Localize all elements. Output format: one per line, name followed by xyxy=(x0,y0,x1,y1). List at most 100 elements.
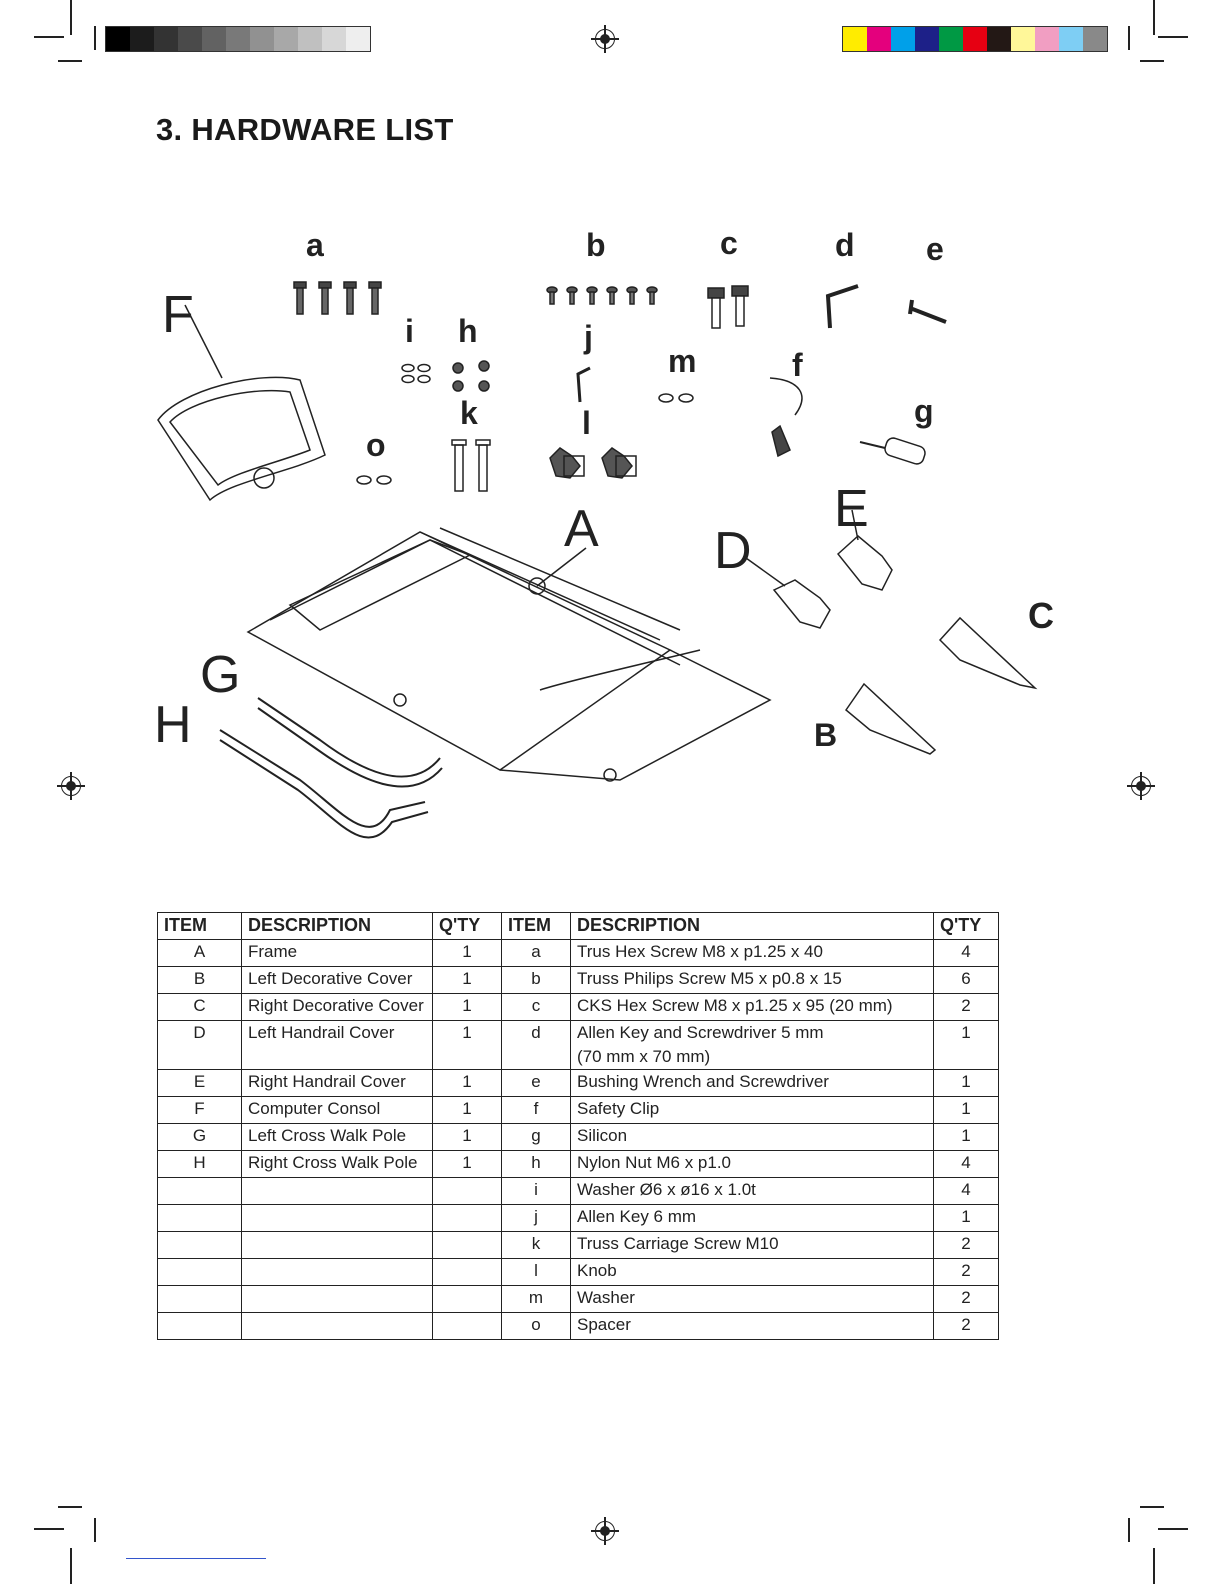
cell-qty: 4 xyxy=(933,939,999,967)
label-c: c xyxy=(720,225,738,261)
label-f: f xyxy=(792,347,803,383)
cell-item: H xyxy=(157,1150,242,1178)
crop-mark xyxy=(58,60,82,62)
cell-qty: 1 xyxy=(933,1096,999,1124)
cell-item: l xyxy=(501,1258,571,1286)
cell-qty: 1 xyxy=(432,939,502,967)
label-H: H xyxy=(154,696,192,754)
cell-qty: 1 xyxy=(432,1123,502,1151)
label-o: o xyxy=(366,427,386,463)
cell-item: F xyxy=(157,1096,242,1124)
cell-item: G xyxy=(157,1123,242,1151)
process-color-bar xyxy=(842,26,1108,52)
crop-mark xyxy=(1153,0,1155,35)
description-line: Allen Key and Screwdriver 5 mm xyxy=(577,1023,824,1042)
color-swatch xyxy=(274,27,298,51)
crop-mark xyxy=(1140,1506,1164,1508)
cell-item: k xyxy=(501,1231,571,1259)
cell-item: d xyxy=(501,1020,571,1070)
cell-item: i xyxy=(501,1177,571,1205)
color-swatch xyxy=(346,27,370,51)
crop-mark xyxy=(1158,1528,1188,1530)
color-swatch xyxy=(322,27,346,51)
cell-description: Frame xyxy=(241,939,433,967)
cell-qty xyxy=(432,1204,502,1232)
cell-qty: 1 xyxy=(432,1150,502,1178)
cell-item: C xyxy=(157,993,242,1021)
cell-qty: 2 xyxy=(933,1285,999,1313)
crop-mark xyxy=(1140,60,1164,62)
description-line: (70 mm x 70 mm) xyxy=(577,1047,711,1066)
silicon-bottle-g-icon xyxy=(859,437,926,465)
cell-qty: 1 xyxy=(933,1020,999,1070)
cell-item xyxy=(157,1312,242,1340)
cell-description: Trus Hex Screw M8 x p1.25 x 40 xyxy=(570,939,934,967)
spacer-o-icon xyxy=(356,475,392,485)
cell-qty: 1 xyxy=(432,966,502,994)
label-a: a xyxy=(306,227,324,263)
cell-item: A xyxy=(157,939,242,967)
column-header-item: ITEM xyxy=(501,912,571,940)
grayscale-color-bar xyxy=(105,26,371,52)
cell-item: g xyxy=(501,1123,571,1151)
cell-description: Right Handrail Cover xyxy=(241,1069,433,1097)
crop-mark xyxy=(94,1518,96,1542)
cell-qty xyxy=(432,1177,502,1205)
cell-qty: 1 xyxy=(933,1123,999,1151)
cell-qty: 4 xyxy=(933,1177,999,1205)
color-swatch xyxy=(130,27,154,51)
description-line: Bushing Wrench and Screwdriver xyxy=(577,1072,829,1091)
registration-mark-icon xyxy=(57,772,85,800)
cell-item: h xyxy=(501,1150,571,1178)
handrail-cover-E-icon xyxy=(836,509,893,591)
column-header-description: DESCRIPTION xyxy=(570,912,934,940)
label-e: e xyxy=(926,231,944,267)
hardware-illustration: a b c d e i h j m f k l g o F A D E C B … xyxy=(154,225,1054,839)
allen-key-j-icon xyxy=(576,366,591,403)
carriage-screw-k-icon xyxy=(451,439,491,492)
footer-rule xyxy=(126,1558,266,1559)
crop-mark xyxy=(1128,1518,1130,1542)
cell-description xyxy=(241,1204,433,1232)
cell-description: CKS Hex Screw M8 x p1.25 x 95 (20 mm) xyxy=(570,993,934,1021)
cell-qty: 1 xyxy=(933,1069,999,1097)
cell-description xyxy=(241,1258,433,1286)
label-D: D xyxy=(714,522,752,580)
label-g: g xyxy=(914,393,934,429)
bushing-wrench-e-icon xyxy=(908,299,947,324)
cell-description: Left Cross Walk Pole xyxy=(241,1123,433,1151)
cell-qty: 1 xyxy=(933,1204,999,1232)
computer-console-F-icon xyxy=(157,304,326,502)
cell-qty xyxy=(432,1258,502,1286)
color-swatch xyxy=(106,27,130,51)
cell-qty xyxy=(432,1231,502,1259)
label-h: h xyxy=(458,313,478,349)
cell-description xyxy=(241,1312,433,1340)
label-j: j xyxy=(583,319,593,355)
color-swatch xyxy=(939,27,963,51)
crop-mark xyxy=(94,26,96,50)
label-i: i xyxy=(405,313,414,349)
crop-mark xyxy=(1158,36,1188,38)
crop-mark xyxy=(70,0,72,35)
cell-item xyxy=(157,1204,242,1232)
cell-item: m xyxy=(501,1285,571,1313)
color-swatch xyxy=(1083,27,1107,51)
cell-item: o xyxy=(501,1312,571,1340)
treadmill-frame-A-icon xyxy=(246,527,772,782)
cell-item: D xyxy=(157,1020,242,1070)
label-E: E xyxy=(834,480,869,538)
description-line: Nylon Nut M6 x p1.0 xyxy=(577,1153,732,1172)
nylon-nut-h-icon xyxy=(452,360,490,392)
crop-mark xyxy=(1153,1548,1155,1584)
description-line: Truss Carriage Screw M10 xyxy=(577,1234,779,1253)
cell-description: Allen Key and Screwdriver 5 mm (70 mm x 7… xyxy=(570,1020,934,1070)
label-G: G xyxy=(200,646,240,704)
safety-clip-f-icon xyxy=(769,377,803,458)
cell-description: Bushing Wrench and Screwdriver xyxy=(570,1069,934,1097)
